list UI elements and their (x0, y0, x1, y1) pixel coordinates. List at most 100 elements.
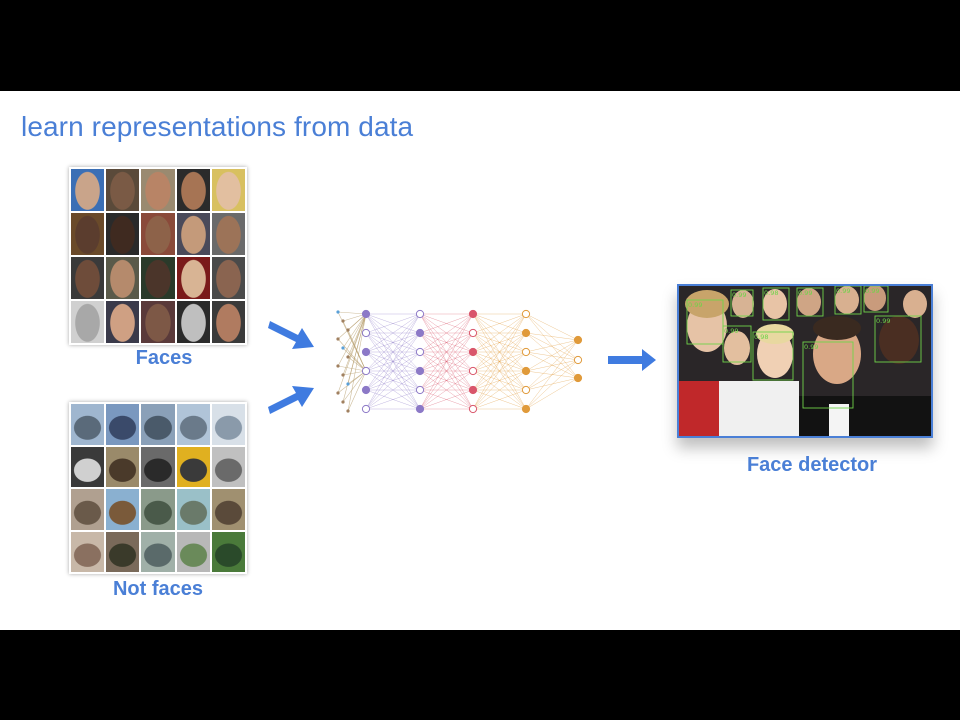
not-face-thumbnail (141, 489, 175, 530)
person-face (724, 331, 750, 365)
not-face-thumbnail (141, 531, 175, 572)
faces-to-network-arrow (268, 321, 314, 349)
network-edge (472, 313, 527, 410)
detection-score: 0.99 (798, 289, 812, 297)
network-edge (525, 359, 579, 410)
network-edge (525, 377, 579, 391)
not-face-thumbnail (141, 404, 175, 445)
network-edge (365, 351, 421, 410)
network-edge (419, 313, 474, 391)
face-detection-box (863, 286, 889, 313)
face-thumbnail (141, 213, 175, 255)
network-edge (365, 313, 421, 353)
not-face-thumbnail (211, 531, 245, 572)
hair (756, 324, 794, 344)
network-edge (419, 332, 474, 410)
shirt-front (829, 404, 849, 436)
network-node (468, 385, 478, 395)
network-node (361, 347, 371, 357)
person-face (763, 289, 787, 319)
network-node (521, 404, 531, 414)
network-edge (525, 339, 579, 353)
network-edge (419, 313, 474, 372)
not-face-thumbnail (71, 446, 105, 487)
face-detection-box (762, 287, 790, 321)
not-face-thumbnail (176, 489, 210, 530)
not-face-thumbnail (141, 446, 175, 487)
network-edge (472, 332, 527, 410)
face-thumbnail (176, 257, 210, 299)
network-edge (342, 370, 367, 403)
network-edge (337, 313, 367, 367)
network-node (468, 366, 478, 376)
not-face-thumbnail (211, 446, 245, 487)
network-edge (347, 370, 367, 412)
network-input-node (336, 310, 340, 314)
face-thumbnail (71, 257, 105, 299)
network-edge (342, 313, 367, 403)
network-node (573, 355, 583, 365)
face-thumbnail (106, 213, 140, 255)
face-detection-box (730, 289, 754, 317)
network-edge (419, 313, 474, 410)
person-face (732, 290, 754, 318)
network-node (415, 309, 425, 319)
network-node (361, 309, 371, 319)
not-faces-caption: Not faces (112, 578, 204, 600)
network-input-node (336, 364, 340, 368)
network-edge (337, 370, 367, 394)
network-edge (472, 313, 527, 334)
not-face-thumbnail (176, 446, 210, 487)
person-face (903, 290, 927, 318)
network-edge (525, 359, 579, 391)
face-detection-box (874, 315, 922, 363)
detection-score: 0.99 (836, 287, 850, 295)
faces-caption: Faces (135, 347, 193, 369)
not-face-thumbnail (106, 404, 140, 445)
not-face-thumbnail (176, 531, 210, 572)
network-edge (525, 377, 579, 410)
face-thumbnail (211, 213, 245, 255)
network-edge (472, 370, 527, 410)
network-node (415, 347, 425, 357)
face-thumbnail (211, 257, 245, 299)
detection-score: 0.99 (804, 343, 818, 351)
face-thumbnail (176, 301, 210, 343)
network-edge (365, 313, 421, 334)
not-face-thumbnail (106, 531, 140, 572)
network-edge (472, 313, 527, 372)
hair (813, 316, 861, 340)
person-face (864, 286, 886, 311)
network-edge (365, 313, 421, 372)
person-face (879, 316, 919, 364)
not-faces-image-grid (69, 402, 247, 574)
detection-score: 0.99 (688, 301, 702, 309)
network-edge (347, 313, 367, 412)
face-detection-box (686, 299, 724, 345)
network-node (573, 335, 583, 345)
network-edge (365, 332, 421, 410)
network-edge (365, 313, 421, 410)
network-to-detector-arrow (608, 349, 656, 371)
hair (685, 290, 729, 318)
face-detection-box (834, 286, 862, 315)
face-thumbnail (71, 169, 105, 211)
network-node (361, 385, 371, 395)
network-input-node (346, 355, 350, 359)
network-edge (365, 370, 421, 410)
not-face-thumbnail (211, 489, 245, 530)
slide: learn representations from data Faces No… (0, 91, 960, 630)
face-thumbnail (106, 257, 140, 299)
network-node (415, 366, 425, 376)
network-node (361, 404, 371, 414)
face-thumbnail (141, 301, 175, 343)
network-input-node (341, 400, 345, 404)
network-edge (347, 329, 367, 372)
white-shirt (719, 381, 799, 436)
detection-score: 0.98 (754, 333, 768, 341)
network-node (361, 328, 371, 338)
face-detector-caption: Face detector (746, 454, 878, 476)
network-edge (337, 311, 367, 315)
